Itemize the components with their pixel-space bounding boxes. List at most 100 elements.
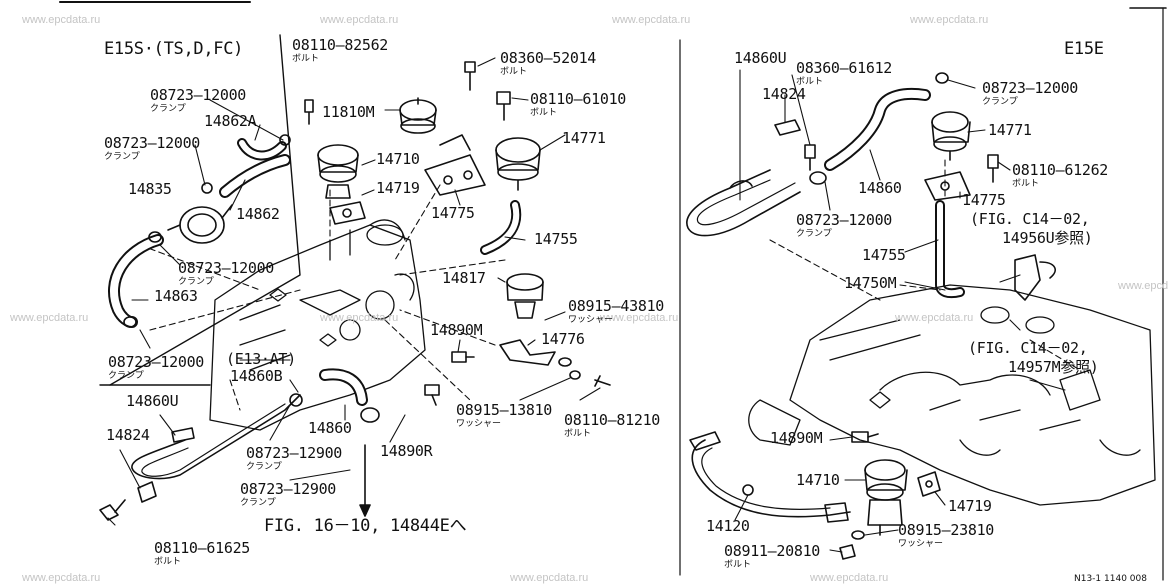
- label-08110-81210: 08110–81210: [564, 411, 661, 429]
- left-leader-lines: [139, 184, 506, 411]
- egr-valve-14710-left: [317, 144, 359, 199]
- label-14862: 14862: [236, 205, 280, 223]
- sub-bolt: ボルト: [564, 429, 592, 439]
- sub-bolt: ボルト: [724, 560, 752, 570]
- sub-clamp: クランプ: [982, 97, 1018, 107]
- pipe-14860u-left-inner: [141, 403, 286, 477]
- sub-washer: ワッシャー: [568, 315, 614, 325]
- label-14890m: 14890M: [430, 321, 483, 339]
- label-14860u-left: 14860U: [126, 392, 179, 410]
- sensor-14890m-left: [451, 351, 475, 363]
- left-label-leaders: [107, 57, 601, 526]
- sensor-14890r: [424, 384, 440, 406]
- washer-left-1: [558, 357, 572, 367]
- label-14824-right: 14824: [762, 85, 806, 103]
- label-14817: 14817: [442, 269, 486, 287]
- label-14710: 14710: [376, 150, 420, 168]
- watermark-text: www.epcdata.ru: [895, 312, 974, 324]
- hose-14863: [108, 234, 164, 328]
- right-label-leaders: [734, 74, 1066, 553]
- sub-bolt: ボルト: [796, 77, 824, 87]
- pipe-14860u-right: [686, 169, 801, 237]
- label-e13-at: (E13·AT): [226, 350, 296, 368]
- hose-14755: [480, 200, 522, 255]
- valve-14771-left: [495, 137, 541, 191]
- clamp-08723-12900: [137, 481, 157, 503]
- sub-clamp: クランプ: [104, 152, 140, 162]
- bolt-08110-61010: [496, 91, 511, 121]
- label-08110-61625: 08110–61625: [154, 539, 251, 557]
- sub-clamp: クランプ: [796, 229, 832, 239]
- watermark-text: www.epcdata.ru: [320, 14, 399, 26]
- valve-14835: [167, 204, 233, 244]
- hose-14860-left: [319, 368, 368, 406]
- egr-valve-14710-right: [864, 459, 908, 536]
- bracket-14776: [499, 339, 556, 366]
- label-14860-right: 14860: [858, 179, 902, 197]
- sub-bolt: ボルト: [154, 557, 182, 567]
- label-14120: 14120: [706, 517, 750, 535]
- bracket-14775-left: [424, 134, 486, 196]
- label-08110-61010: 08110–61010: [530, 90, 627, 108]
- label-ref-c14-02-a: (FIG. C14－02,: [970, 210, 1090, 228]
- label-11810m: 11810M: [322, 103, 375, 121]
- sensor-14890m-right: [851, 431, 879, 443]
- label-08723-12000-c: 08723–12000: [178, 259, 275, 277]
- label-14890r: 14890R: [380, 442, 433, 460]
- watermark-text: www.epcdata.ru: [10, 312, 89, 324]
- sub-clamp: クランプ: [246, 462, 282, 472]
- label-14776: 14776: [541, 330, 585, 348]
- watermark-text: www.epcdata.ru: [810, 572, 889, 584]
- gasket-14719-right: [917, 471, 941, 497]
- hose-14862a: [237, 138, 287, 161]
- label-14710-right: 14710: [796, 471, 840, 489]
- label-14750m: 14750M: [844, 274, 897, 292]
- label-08915-43810: 08915–43810: [568, 297, 665, 315]
- label-08723-12900-a: 08723–12900: [246, 444, 343, 462]
- gasket-14719-left: [329, 201, 366, 225]
- sub-clamp: クランプ: [178, 277, 214, 287]
- label-fig-ref: FIG. 16－10, 14844Eへ: [264, 516, 467, 536]
- watermark-text: www.epcdata.ru: [1118, 280, 1168, 292]
- pipe-14860u-left: [131, 394, 301, 480]
- label-08723-12000-a: 08723–12000: [150, 86, 247, 104]
- washer-08915-23810: [851, 530, 865, 540]
- watermark-text: www.epcdata.ru: [22, 572, 101, 584]
- valve-14771-right: [931, 111, 971, 161]
- label-08110-82562: 08110–82562: [292, 36, 389, 54]
- left-panel-title: E15S·(TS,D,FC): [104, 39, 244, 59]
- sensor-ref-14956u: [1014, 254, 1056, 301]
- right-panel-title: E15E: [1064, 39, 1104, 59]
- label-14719: 14719: [376, 179, 420, 197]
- label-14860b: 14860B: [230, 367, 283, 385]
- sub-washer: ワッシャー: [898, 539, 944, 549]
- sub-clamp: クランプ: [150, 104, 186, 114]
- left-enclosure-line: [109, 34, 301, 386]
- watermark-text: www.epcdata.ru: [612, 14, 691, 26]
- ref-pointer-14957m: [1009, 319, 1021, 331]
- sub-bolt: ボルト: [1012, 179, 1040, 189]
- label-08360-52014: 08360–52014: [500, 49, 597, 67]
- watermark-text: www.epcdata.ru: [910, 14, 989, 26]
- label-14863: 14863: [154, 287, 198, 305]
- engine-block-left: [209, 219, 426, 431]
- sub-bolt: ボルト: [500, 67, 528, 77]
- bolt-08110-61262: [987, 154, 999, 183]
- label-14771-right: 14771: [988, 121, 1032, 139]
- label-14862a: 14862A: [204, 112, 257, 130]
- label-08723-12900-b: 08723–12900: [240, 480, 337, 498]
- bolt-08110-81210: [594, 375, 611, 387]
- watermark-text: www.epcdata.ru: [510, 572, 589, 584]
- watermark-text: www.epcdata.ru: [22, 14, 101, 26]
- valve-14817: [506, 273, 544, 319]
- label-14775-right: 14775: [962, 191, 1006, 209]
- valve-11810m: [399, 97, 437, 134]
- label-ref-c14-02-b: (FIG. C14－02,: [968, 339, 1088, 357]
- label-08915-23810: 08915–23810: [898, 521, 995, 539]
- label-08360-61612: 08360–61612: [796, 59, 893, 77]
- label-08723-12000-b: 08723–12000: [104, 134, 201, 152]
- label-08723-12000-d: 08723–12000: [108, 353, 205, 371]
- label-14771: 14771: [562, 129, 606, 147]
- engine-block-right: [748, 284, 1156, 506]
